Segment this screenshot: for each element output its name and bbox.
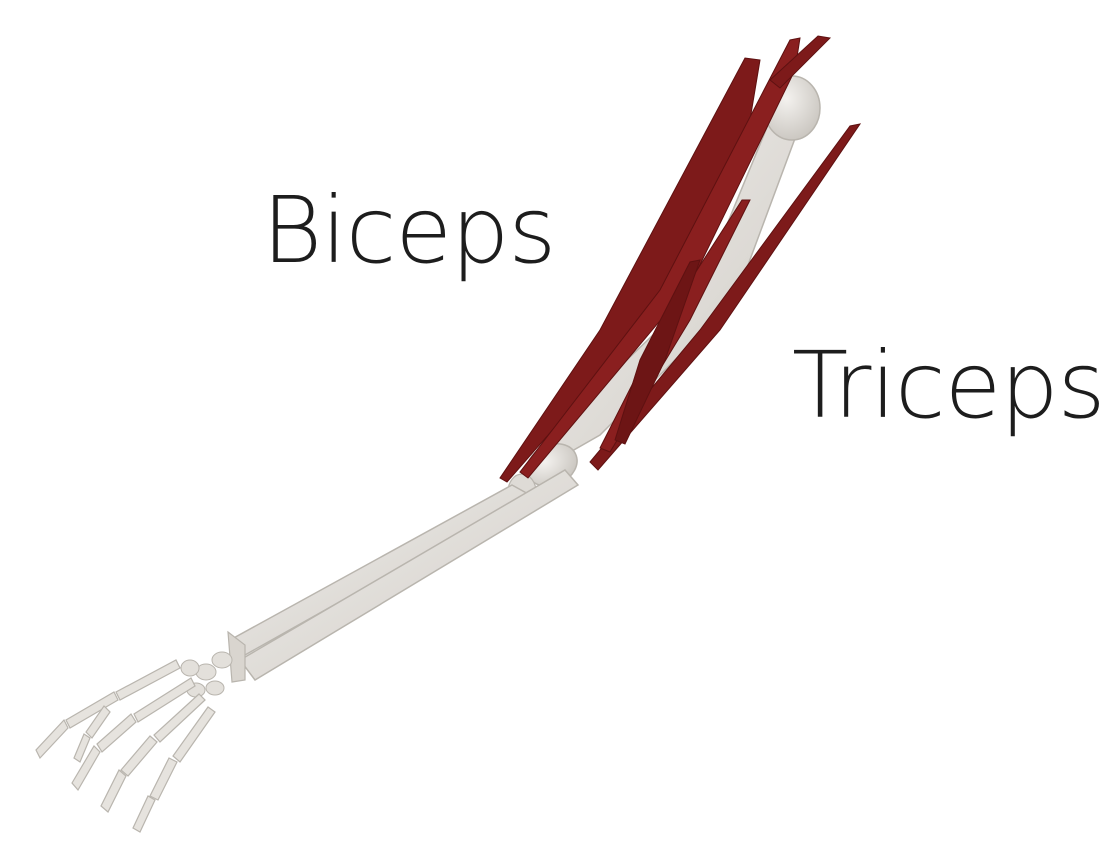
hand-bones xyxy=(36,660,215,832)
biceps-label: Biceps xyxy=(262,185,555,277)
forearm-bones xyxy=(228,470,578,682)
triceps-label: Triceps xyxy=(792,340,1105,432)
